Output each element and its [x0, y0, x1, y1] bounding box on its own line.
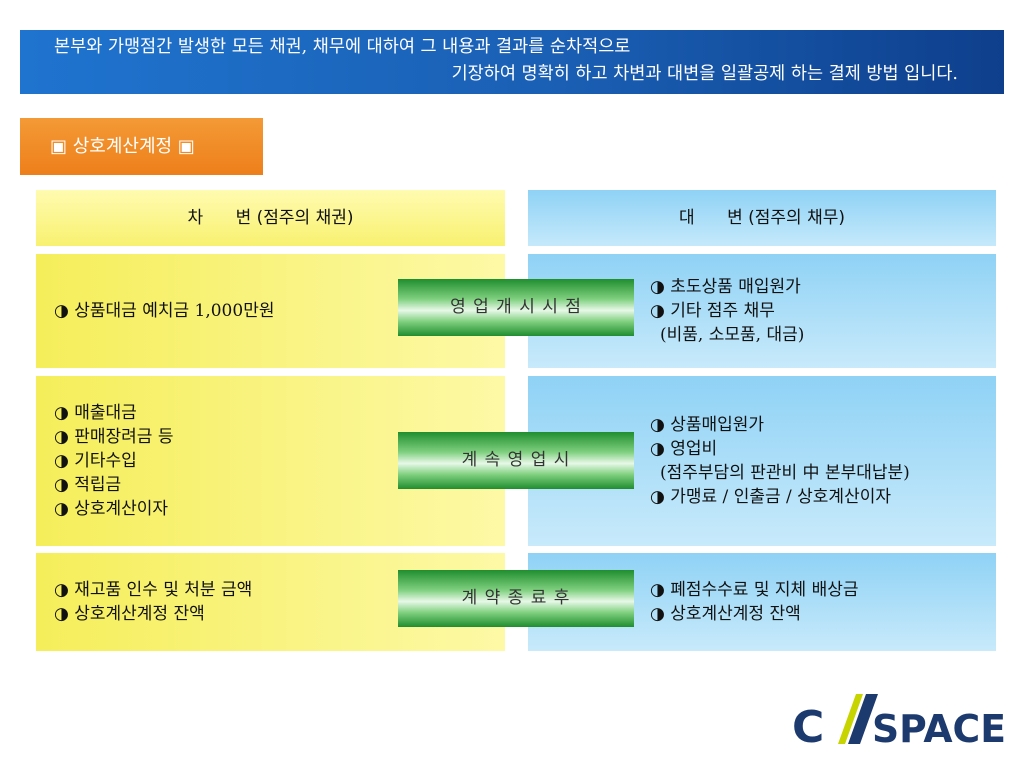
- list-item: ◑ 상호계산계정 잔액: [54, 604, 205, 624]
- list-item: ◑ 가맹료 / 인출금 / 상호계산이자: [650, 487, 891, 507]
- list-item: ◑ 적립금: [54, 475, 122, 495]
- credit-column-header: 대 변 (점주의 채무): [528, 190, 996, 246]
- list-item: (비품, 소모품, 대금): [660, 325, 805, 345]
- logo-letter-c: C: [792, 702, 824, 750]
- cspace-logo: C SPACE: [792, 694, 1006, 750]
- list-item: ◑ 상호계산계정 잔액: [650, 604, 801, 624]
- list-item: ◑ 상품대금 예치금 1,000만원: [54, 301, 275, 321]
- list-item: (점주부담의 판관비 中 본부대납분): [660, 463, 910, 483]
- list-item: ◑ 초도상품 매입원가: [650, 277, 801, 297]
- list-item: ◑ 재고품 인수 및 처분 금액: [54, 580, 253, 600]
- logo-slash-dark: [848, 694, 878, 744]
- list-item: ◑ 상품매입원가: [650, 415, 765, 435]
- logo-slash-accent: [838, 694, 863, 744]
- list-item: ◑ 기타수입: [54, 451, 137, 471]
- debit-column-header: 차 변 (점주의 채권): [36, 190, 505, 246]
- stage-label-opening: 영 업 개 시 시 점: [398, 279, 634, 336]
- logo-word-space: SPACE: [872, 707, 1006, 750]
- section-title: ▣ 상호계산계정 ▣: [20, 118, 263, 175]
- list-item: ◑ 상호계산이자: [54, 499, 169, 519]
- list-item: ◑ 폐점수수료 및 지체 배상금: [650, 580, 859, 600]
- list-item: ◑ 매출대금: [54, 403, 137, 423]
- stage-label-ongoing: 계 속 영 업 시: [398, 432, 634, 489]
- list-item: ◑ 영업비: [650, 439, 718, 459]
- list-item: ◑ 기타 점주 채무: [650, 301, 775, 321]
- header-banner: 본부와 가맹점간 발생한 모든 채권, 채무에 대하여 그 내용과 결과를 순차…: [20, 30, 1004, 94]
- banner-line-2: 기장하여 명확히 하고 차변과 대변을 일괄공제 하는 결제 방법 입니다.: [451, 64, 958, 84]
- debit-cell-ongoing: ◑ 매출대금 ◑ 판매장려금 등 ◑ 기타수입 ◑ 적립금 ◑ 상호계산이자: [36, 376, 505, 546]
- list-item: ◑ 판매장려금 등: [54, 427, 174, 447]
- banner-line-1: 본부와 가맹점간 발생한 모든 채권, 채무에 대하여 그 내용과 결과를 순차…: [54, 37, 631, 57]
- stage-label-termination: 계 약 종 료 후: [398, 570, 634, 627]
